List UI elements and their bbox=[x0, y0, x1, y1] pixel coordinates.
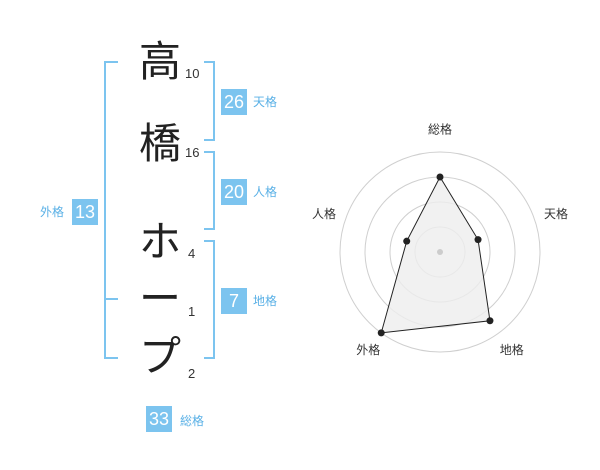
radar-axis-label-4: 外格 bbox=[356, 342, 380, 357]
stroke-count-2: 16 bbox=[185, 145, 200, 160]
jinkaku-bracket bbox=[204, 151, 215, 230]
name-char-2: 橋 bbox=[138, 119, 181, 168]
radar-center-dot bbox=[437, 249, 443, 255]
chikaku-label: 地格 bbox=[253, 294, 278, 308]
stroke-count-4: 1 bbox=[188, 304, 196, 319]
chikaku-bracket bbox=[204, 240, 215, 359]
soukaku-value: 33 bbox=[146, 406, 172, 432]
jinkaku-label: 人格 bbox=[253, 185, 278, 199]
chikaku-value: 7 bbox=[221, 288, 247, 314]
radar-axis-label-1: 総格 bbox=[428, 122, 452, 137]
soukaku-label: 総格 bbox=[180, 414, 205, 428]
radar-point-2 bbox=[474, 236, 482, 244]
jinkaku-value: 20 bbox=[221, 179, 247, 205]
radar-point-1 bbox=[436, 173, 444, 181]
gaikaku-divider bbox=[106, 298, 118, 300]
radar-ring-4 bbox=[339, 151, 541, 353]
radar-axis-label-5: 人格 bbox=[312, 206, 336, 221]
gaikaku-label: 外格 bbox=[40, 205, 65, 219]
name-char-3: ホ bbox=[138, 217, 181, 266]
stroke-count-3: 4 bbox=[188, 246, 196, 261]
tenkaku-value: 26 bbox=[221, 89, 247, 115]
radar-data-polygon bbox=[380, 175, 491, 334]
radar-axis-label-3: 地格 bbox=[500, 342, 524, 357]
stroke-count-1: 10 bbox=[185, 66, 200, 81]
name-char-5: プ bbox=[138, 332, 181, 381]
radar-axis-label-2: 天格 bbox=[544, 206, 568, 221]
gaikaku-bracket bbox=[104, 61, 118, 359]
radar-point-5 bbox=[403, 237, 411, 245]
stroke-count-5: 2 bbox=[188, 366, 196, 381]
name-char-4: ー bbox=[138, 274, 181, 323]
tenkaku-label: 天格 bbox=[253, 95, 278, 109]
radar-point-4 bbox=[377, 329, 385, 337]
radar-point-3 bbox=[486, 317, 494, 325]
gaikaku-value: 13 bbox=[72, 199, 98, 225]
name-char-1: 高 bbox=[138, 37, 181, 86]
tenkaku-bracket bbox=[204, 61, 215, 141]
